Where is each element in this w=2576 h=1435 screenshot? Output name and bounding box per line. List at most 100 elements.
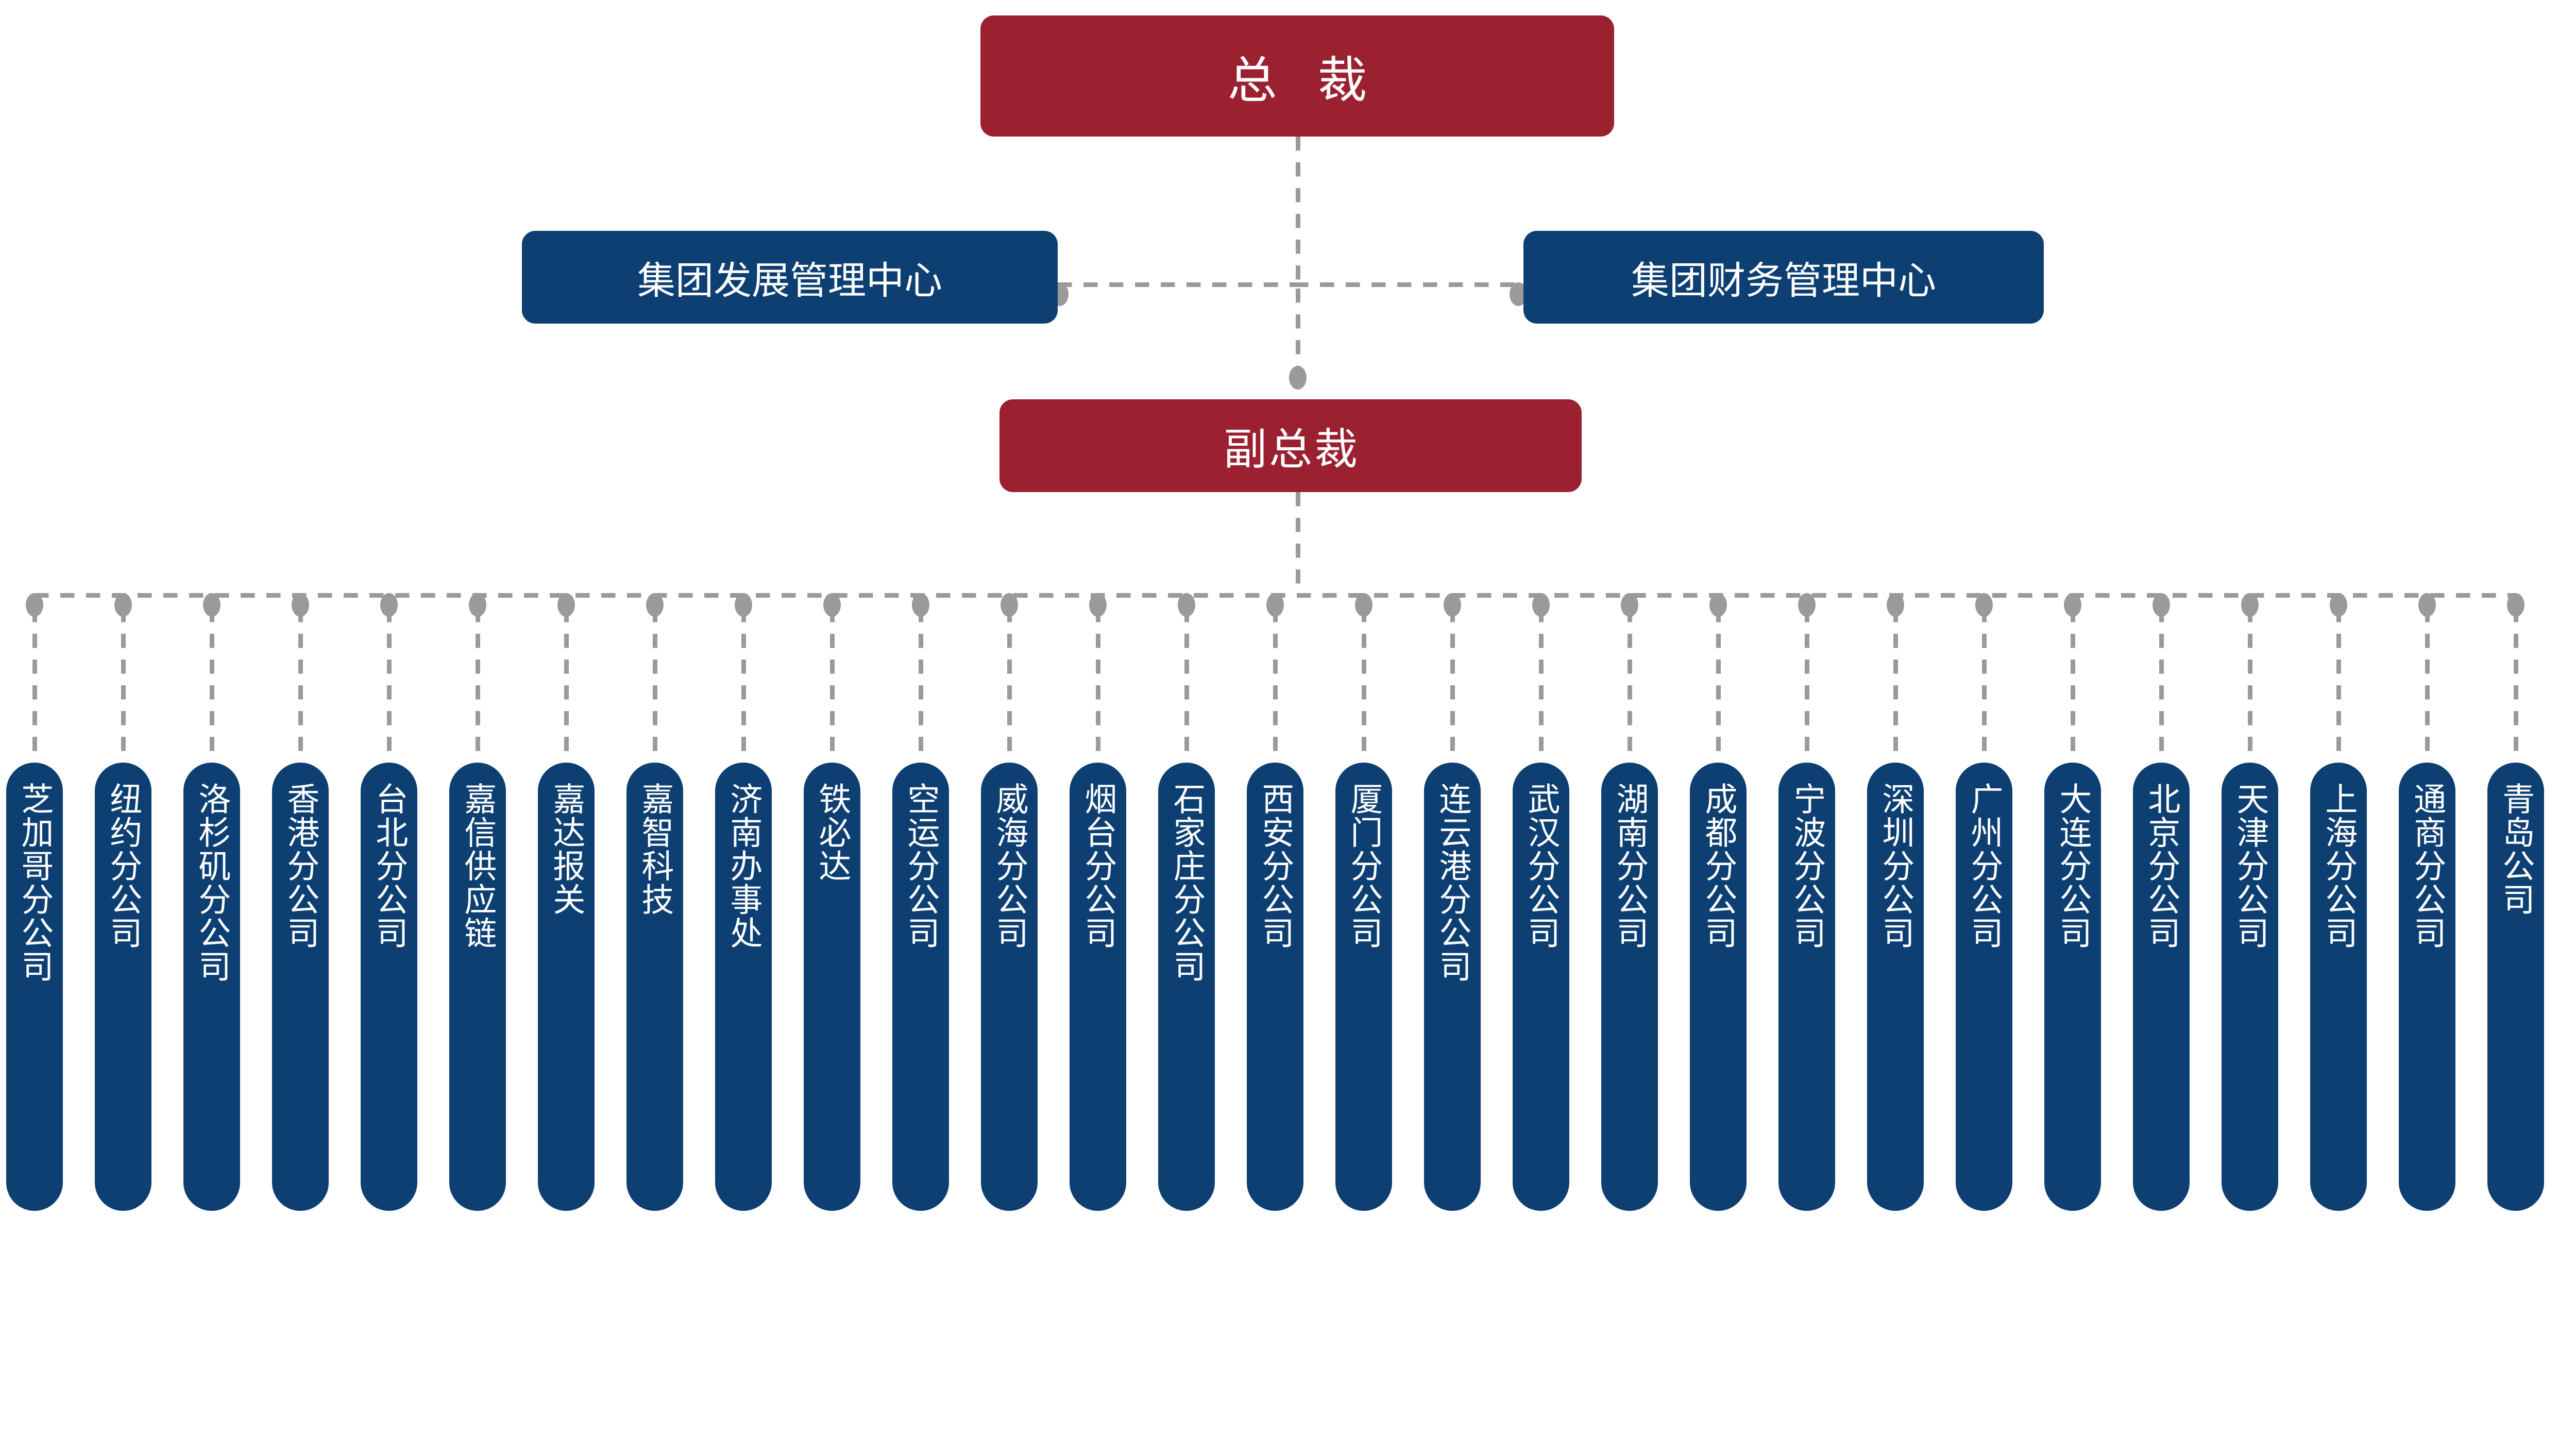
branch-connector-line	[1628, 608, 1632, 763]
branch-label: 石家庄分公司	[1168, 782, 1205, 983]
branch-label: 北京分公司	[2143, 782, 2180, 950]
branch-label: 连云港分公司	[1434, 782, 1471, 983]
branch-label: 嘉智科技	[637, 782, 673, 916]
branch-connector-line	[1805, 608, 1809, 763]
branch-connector-line	[564, 608, 569, 763]
branch-box[interactable]: 大连分公司	[2044, 763, 2101, 1211]
branch-box[interactable]: 上海分公司	[2310, 763, 2367, 1211]
branch-box[interactable]: 成都分公司	[1690, 763, 1747, 1211]
branch-box[interactable]: 湖南分公司	[1601, 763, 1658, 1211]
branch-label: 武汉分公司	[1523, 782, 1560, 950]
branch-connector-line	[919, 608, 923, 763]
branch-box[interactable]: 北京分公司	[2133, 763, 2190, 1211]
branch-label: 厦门分公司	[1346, 782, 1382, 950]
branch-label: 青岛公司	[2498, 782, 2534, 916]
connector-president-to-staffbus	[1296, 137, 1300, 286]
branch-box[interactable]: 济南办事处	[715, 763, 772, 1211]
branch-connector-line	[1184, 608, 1189, 763]
branch-connector-line	[2425, 608, 2430, 763]
branch-connector-line	[1982, 608, 1987, 763]
node-group-finance-management-center[interactable]: 集团财务管理中心	[1523, 231, 2044, 324]
branch-label: 湖南分公司	[1612, 782, 1648, 950]
branch-label: 深圳分公司	[1877, 782, 1914, 950]
branch-connector-line	[387, 608, 392, 763]
branch-box[interactable]: 空运分公司	[892, 763, 949, 1211]
connector-dot-vice-president	[1289, 366, 1307, 390]
branch-box[interactable]: 石家庄分公司	[1158, 763, 1215, 1211]
branch-connector-line	[741, 608, 746, 763]
node-group-finance-management-center-label: 集团财务管理中心	[1631, 259, 1936, 302]
branch-label: 香港分公司	[282, 782, 319, 950]
branch-connector-line	[32, 608, 37, 763]
branch-label: 纽约分公司	[105, 782, 142, 950]
node-president-label: 总 裁	[1227, 53, 1381, 108]
branch-label: 洛杉矶分公司	[194, 782, 230, 983]
branch-box[interactable]: 嘉信供应链	[449, 763, 506, 1211]
branch-box[interactable]: 连云港分公司	[1424, 763, 1481, 1211]
branch-label: 台北分公司	[371, 782, 408, 950]
branch-box[interactable]: 嘉智科技	[626, 763, 683, 1211]
connector-vicepresident-to-mainbus	[1296, 492, 1300, 595]
branch-connector-line	[1362, 608, 1366, 763]
branch-box[interactable]: 深圳分公司	[1867, 763, 1924, 1211]
branch-connector-line	[1716, 608, 1721, 763]
branch-box[interactable]: 通商分公司	[2399, 763, 2455, 1211]
branch-label: 宁波分公司	[1789, 782, 1825, 950]
branch-label: 大连分公司	[2055, 782, 2091, 950]
connector-staffbus-left	[1058, 282, 1300, 287]
connector-staffbus-to-vicepresident	[1296, 289, 1300, 376]
branch-box[interactable]: 台北分公司	[361, 763, 417, 1211]
branch-connector-line	[1893, 608, 1898, 763]
branch-box[interactable]: 芝加哥分公司	[6, 763, 63, 1211]
branch-box[interactable]: 威海分公司	[981, 763, 1038, 1211]
node-group-development-management-center-label: 集团发展管理中心	[637, 259, 942, 302]
branch-connector-line	[121, 608, 126, 763]
node-vice-president-label: 副总裁	[1223, 425, 1360, 474]
branch-label: 上海分公司	[2320, 782, 2357, 950]
branch-label: 铁必达	[814, 782, 851, 883]
branch-box[interactable]: 嘉达报关	[538, 763, 595, 1211]
branch-connector-line	[210, 608, 214, 763]
branch-label: 芝加哥分公司	[16, 782, 53, 983]
branch-box[interactable]: 厦门分公司	[1335, 763, 1392, 1211]
branch-connector-line	[1450, 608, 1455, 763]
branch-connector-line	[653, 608, 657, 763]
branch-connector-line	[476, 608, 480, 763]
branch-label: 通商分公司	[2409, 782, 2446, 950]
branch-box[interactable]: 西安分公司	[1247, 763, 1303, 1211]
branch-label: 嘉达报关	[548, 782, 585, 916]
branch-box[interactable]: 青岛公司	[2487, 763, 2544, 1211]
branch-connector-line	[1096, 608, 1100, 763]
branch-connector-line	[2248, 608, 2252, 763]
branch-box[interactable]: 天津分公司	[2222, 763, 2278, 1211]
branch-label: 济南办事处	[725, 782, 762, 950]
branch-connector-line	[1539, 608, 1544, 763]
branch-label: 西安分公司	[1257, 782, 1294, 950]
branch-label: 广州分公司	[1966, 782, 2003, 950]
branch-label: 威海分公司	[991, 782, 1028, 950]
branch-label: 空运分公司	[903, 782, 939, 950]
branch-label: 嘉信供应链	[460, 782, 496, 950]
node-vice-president[interactable]: 副总裁	[999, 399, 1582, 492]
branch-connector-line	[2514, 608, 2518, 763]
branch-box[interactable]: 香港分公司	[272, 763, 329, 1211]
branch-connector-line	[2336, 608, 2341, 763]
branch-label: 烟台分公司	[1080, 782, 1116, 950]
connector-staffbus-right	[1294, 282, 1526, 287]
branch-box[interactable]: 纽约分公司	[95, 763, 151, 1211]
branch-label: 成都分公司	[1700, 782, 1737, 950]
branch-connector-line	[830, 608, 835, 763]
branch-box[interactable]: 洛杉矶分公司	[183, 763, 240, 1211]
branch-connector-line	[2159, 608, 2164, 763]
branch-box[interactable]: 铁必达	[804, 763, 860, 1211]
node-group-development-management-center[interactable]: 集团发展管理中心	[522, 231, 1058, 324]
branch-box[interactable]: 烟台分公司	[1070, 763, 1126, 1211]
branch-connector-line	[1007, 608, 1012, 763]
branch-box[interactable]: 宁波分公司	[1778, 763, 1835, 1211]
branch-box[interactable]: 武汉分公司	[1513, 763, 1569, 1211]
node-president[interactable]: 总 裁	[980, 15, 1614, 137]
branch-box[interactable]: 广州分公司	[1956, 763, 2012, 1211]
branch-label: 天津分公司	[2232, 782, 2268, 950]
branch-connector-line	[298, 608, 303, 763]
branch-connector-line	[1273, 608, 1278, 763]
